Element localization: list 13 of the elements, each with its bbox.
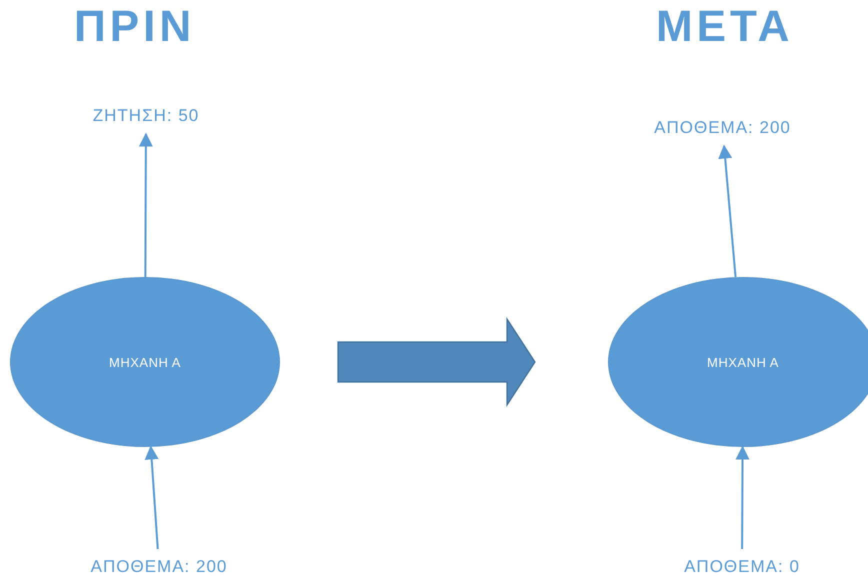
- machine-label: ΜΗΧΑΝΗ Α: [109, 354, 181, 370]
- arrow: [736, 446, 750, 549]
- arrow: [718, 144, 737, 278]
- arrow: [138, 132, 153, 277]
- section-heading: ΜΕΤΑ: [656, 2, 794, 52]
- section-heading: ΠΡΙΝ: [74, 2, 196, 52]
- quantity-label: ΑΠΟΘΕΜΑ: 0: [684, 557, 800, 576]
- quantity-label: ΑΠΟΘΕΜΑ: 200: [90, 557, 228, 576]
- machine-label: ΜΗΧΑΝΗ Α: [707, 354, 779, 370]
- quantity-label: ΑΠΟΘΕΜΑ: 200: [654, 118, 791, 138]
- block-arrow: [337, 316, 536, 408]
- quantity-label: ΖΗΤΗΣΗ: 50: [92, 106, 200, 126]
- arrow: [144, 446, 159, 550]
